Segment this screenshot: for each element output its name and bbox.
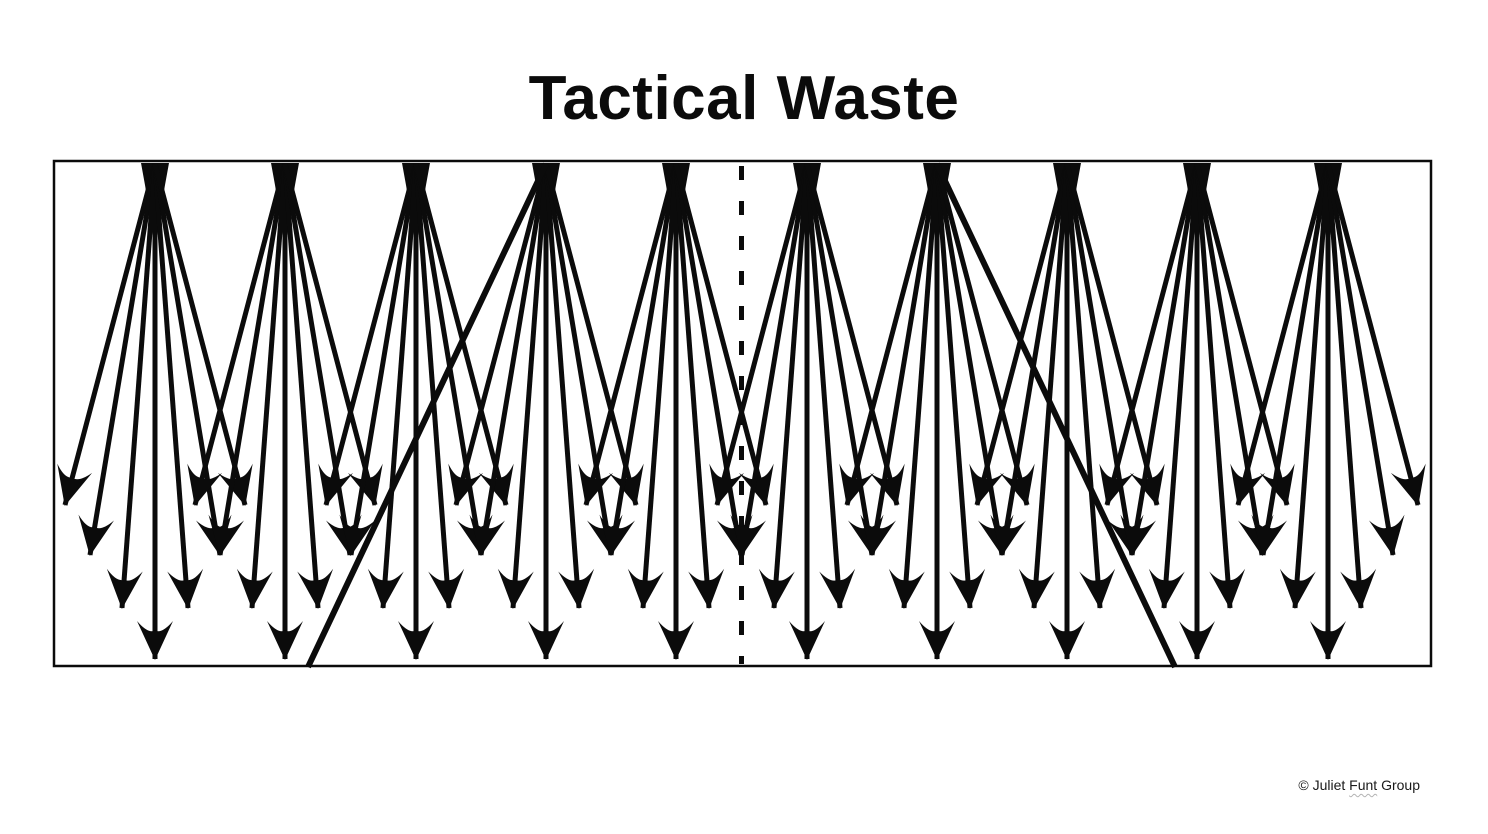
fan-arrow-6 bbox=[673, 163, 753, 556]
fan-arrow-3 bbox=[106, 163, 158, 609]
copyright-suffix: Group bbox=[1377, 777, 1420, 793]
fan-arrow-1 bbox=[969, 163, 1070, 506]
fan-arrow-2 bbox=[860, 163, 940, 556]
fan-arrow-3 bbox=[1018, 163, 1070, 609]
fan-arrow-3 bbox=[758, 163, 810, 609]
fan-arrow-3 bbox=[497, 163, 549, 609]
fan-arrow-1 bbox=[1230, 163, 1331, 506]
fan-arrow-7 bbox=[1194, 163, 1295, 506]
fan-arrow-6 bbox=[543, 163, 623, 556]
border-layer bbox=[52, 159, 1433, 668]
fan-arrow-1 bbox=[318, 163, 419, 506]
fan-arrow-2 bbox=[990, 163, 1070, 556]
fan-arrow-1 bbox=[709, 163, 810, 506]
fan-arrow-1 bbox=[578, 163, 679, 506]
fan-arrow-2 bbox=[469, 163, 549, 556]
fan-arrow-2 bbox=[1251, 163, 1331, 556]
overrun-line-right bbox=[934, 162, 1178, 669]
fan-arrow-2 bbox=[599, 163, 679, 556]
fan-arrow-5 bbox=[934, 163, 986, 609]
fan-arrow-2 bbox=[339, 163, 419, 556]
fan-arrow-5 bbox=[1194, 163, 1246, 609]
diagram-border bbox=[52, 159, 1433, 668]
fan-burst-5 bbox=[578, 163, 774, 660]
overrun-line-left bbox=[305, 162, 549, 669]
fan-arrow-1 bbox=[187, 163, 288, 506]
fan-arrow-5 bbox=[1064, 163, 1116, 609]
diagram-title: Tactical Waste bbox=[528, 64, 960, 133]
fan-arrow-5 bbox=[413, 163, 465, 609]
fan-arrow-2 bbox=[1120, 163, 1200, 556]
fan-arrow-3 bbox=[367, 163, 419, 609]
fan-arrow-6 bbox=[1325, 163, 1405, 556]
fan-arrow-2 bbox=[730, 163, 810, 556]
fans-layer bbox=[57, 163, 1426, 660]
fan-arrow-5 bbox=[1325, 163, 1377, 609]
fan-arrow-6 bbox=[934, 163, 1014, 556]
fan-burst-2 bbox=[187, 163, 383, 660]
fan-arrow-1 bbox=[839, 163, 940, 506]
fan-arrow-2 bbox=[78, 163, 158, 556]
fan-arrow-3 bbox=[1148, 163, 1200, 609]
fan-burst-10 bbox=[1230, 163, 1426, 660]
fan-burst-1 bbox=[57, 163, 253, 660]
copyright-prefix: © Juliet bbox=[1298, 777, 1350, 793]
copyright-funt-word: Funt bbox=[1349, 777, 1378, 793]
fan-arrow-7 bbox=[543, 163, 644, 506]
fan-burst-4 bbox=[448, 163, 644, 660]
fan-arrow-3 bbox=[627, 163, 679, 609]
copyright-text: © Juliet Funt Group bbox=[1298, 777, 1420, 793]
fan-arrow-5 bbox=[543, 163, 595, 609]
fan-arrow-6 bbox=[413, 163, 493, 556]
fan-arrow-1 bbox=[1099, 163, 1200, 506]
fan-arrow-6 bbox=[804, 163, 884, 556]
fan-arrow-7 bbox=[673, 163, 774, 506]
fan-arrow-3 bbox=[1279, 163, 1331, 609]
fan-arrow-1 bbox=[57, 163, 158, 506]
fan-arrow-3 bbox=[236, 163, 288, 609]
fan-arrow-5 bbox=[152, 163, 204, 609]
fan-arrow-7 bbox=[1064, 163, 1165, 506]
fan-arrow-2 bbox=[208, 163, 288, 556]
fan-arrow-7 bbox=[804, 163, 905, 506]
fan-arrow-6 bbox=[1194, 163, 1274, 556]
fan-arrow-7 bbox=[152, 163, 253, 506]
fan-burst-7 bbox=[839, 163, 1035, 660]
fan-arrow-6 bbox=[152, 163, 232, 556]
fan-arrow-6 bbox=[1064, 163, 1144, 556]
fan-arrow-3 bbox=[888, 163, 940, 609]
fan-arrow-7 bbox=[413, 163, 514, 506]
overrun-lines-layer bbox=[305, 162, 1178, 669]
fan-arrow-7 bbox=[282, 163, 383, 506]
fan-arrow-1 bbox=[448, 163, 549, 506]
fan-arrow-5 bbox=[673, 163, 725, 609]
fan-arrow-6 bbox=[282, 163, 362, 556]
fan-arrow-5 bbox=[282, 163, 334, 609]
fan-arrow-7 bbox=[934, 163, 1035, 506]
fan-arrow-5 bbox=[804, 163, 856, 609]
fan-burst-8 bbox=[969, 163, 1165, 660]
fan-arrow-7 bbox=[1325, 163, 1426, 506]
